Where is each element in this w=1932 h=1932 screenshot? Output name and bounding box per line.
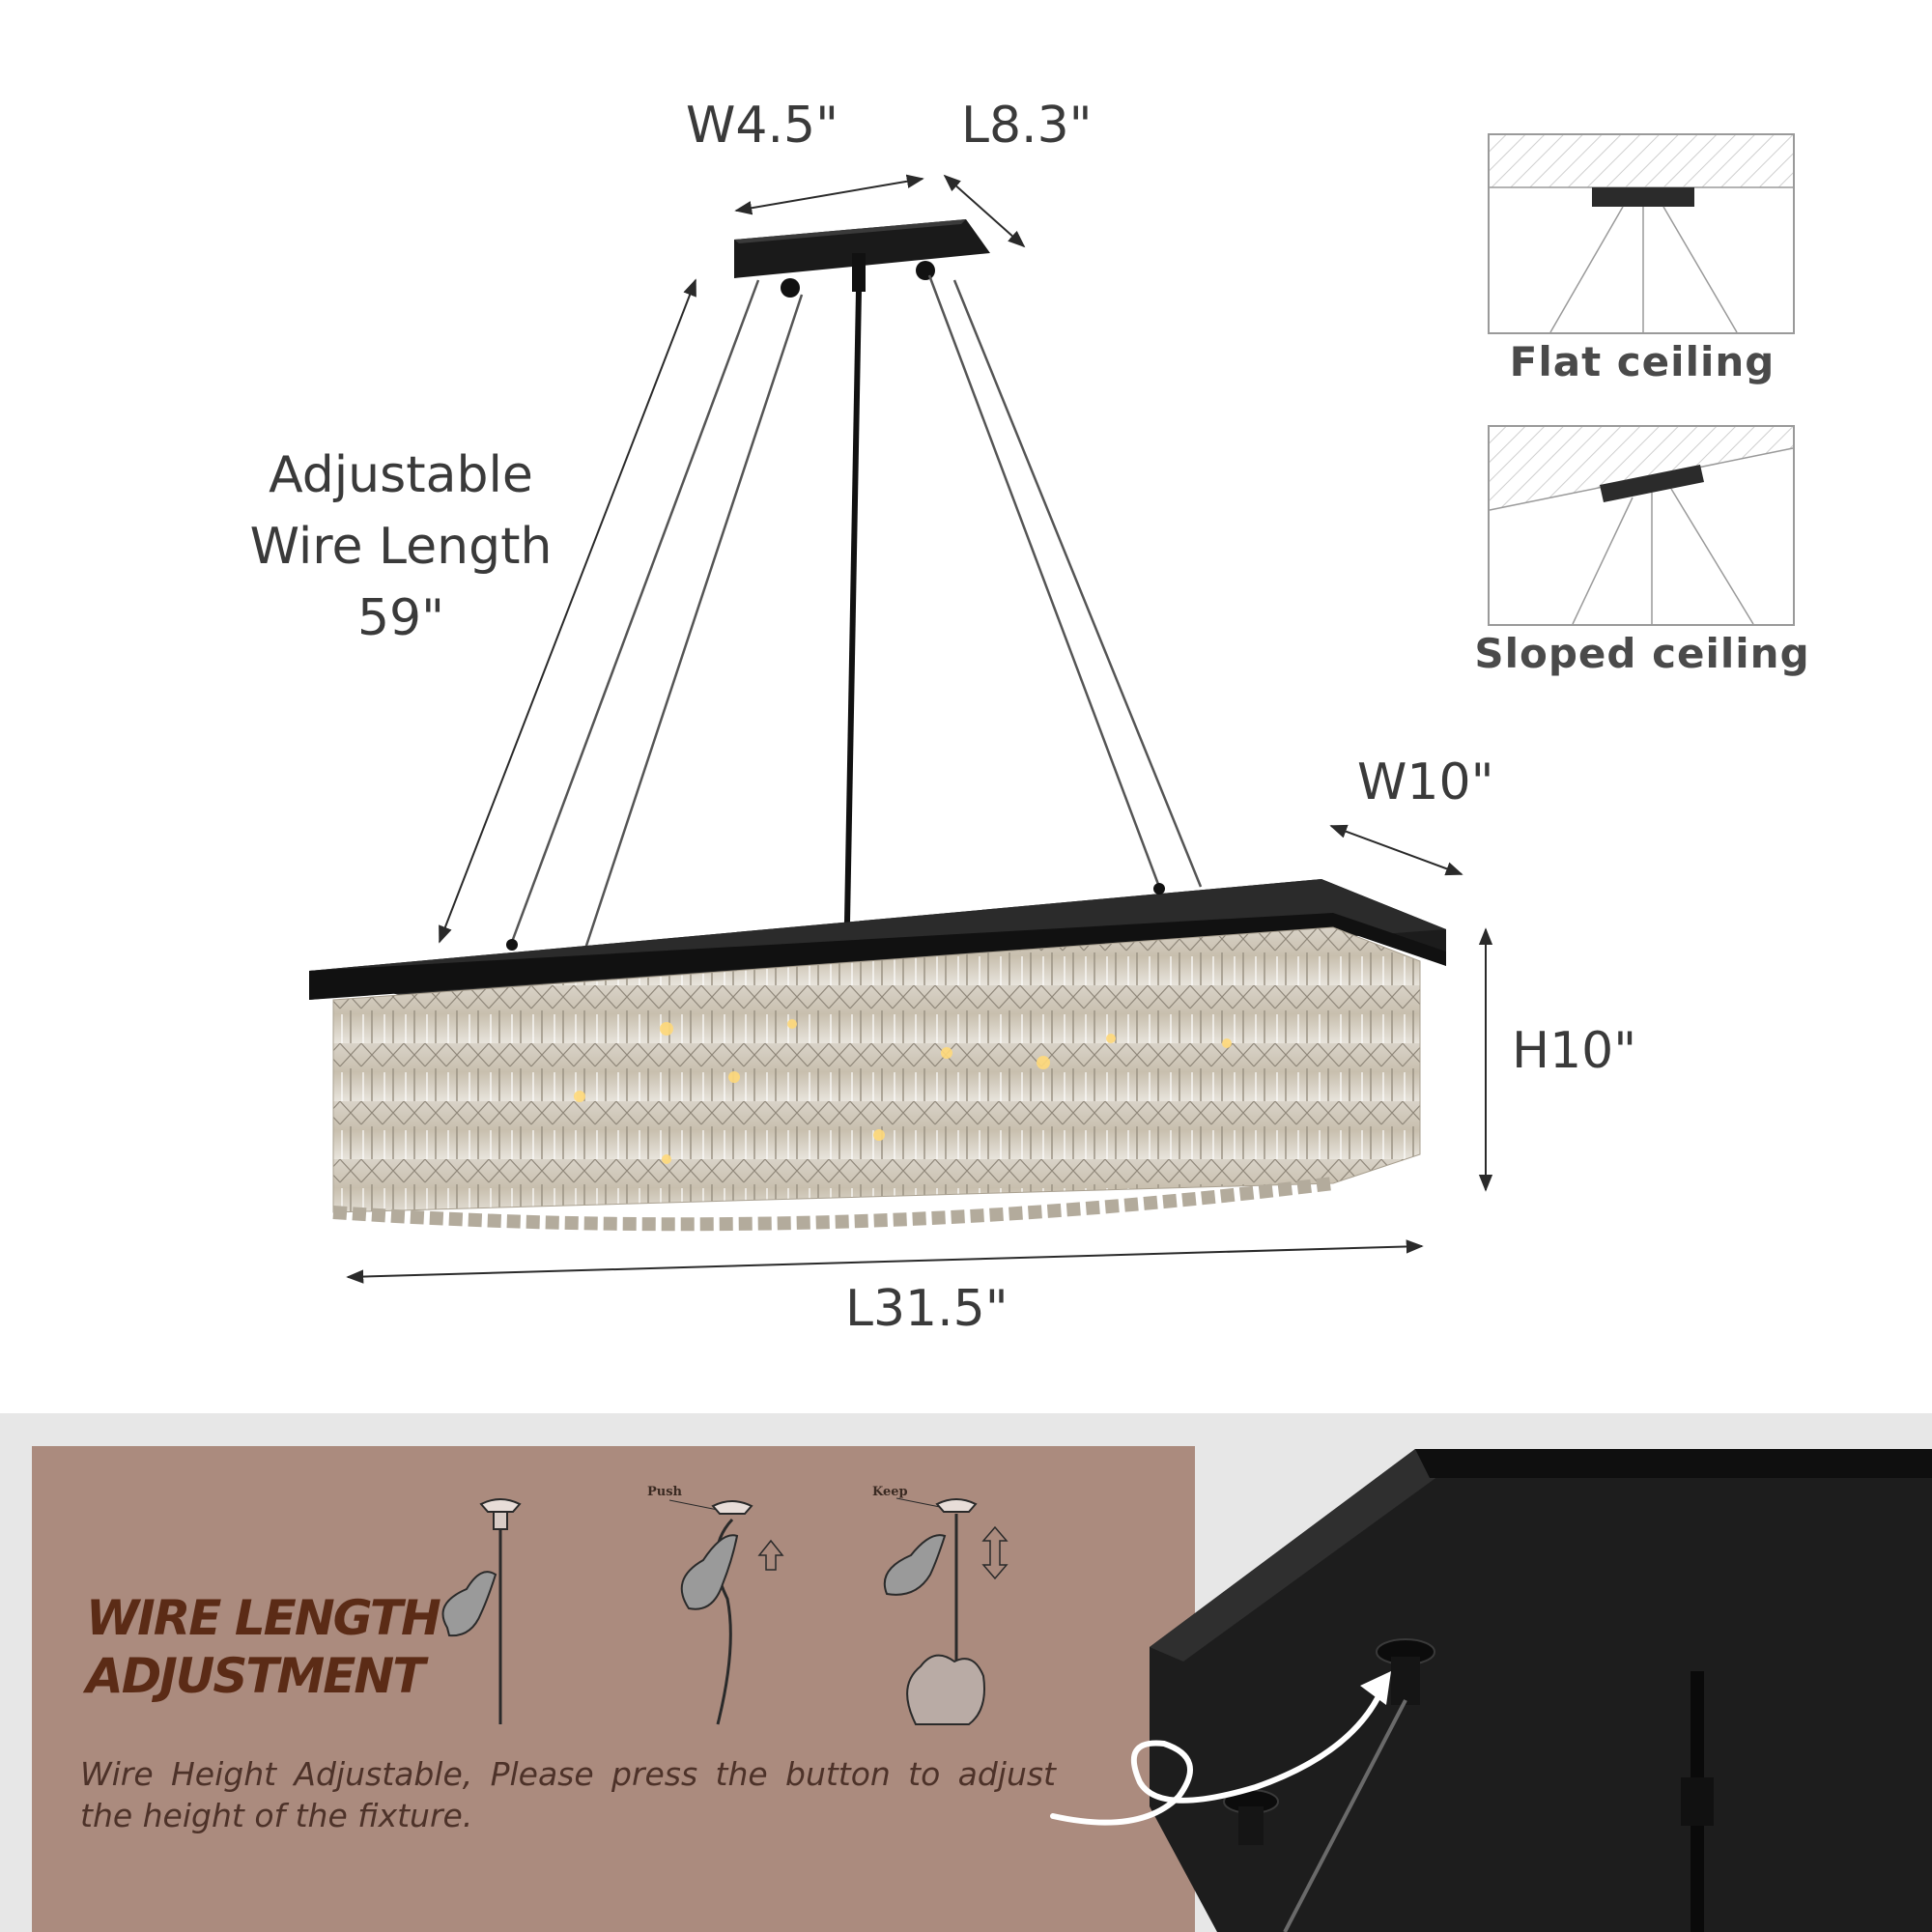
- step-3-illustration: [883, 1497, 1009, 1725]
- fixture-height-label: H10": [1512, 1022, 1637, 1080]
- canopy-length-label: L8.3": [961, 97, 1093, 155]
- canopy: [734, 219, 990, 298]
- wire-length-line-1: Adjustable: [269, 446, 533, 504]
- sloped-ceiling-diagram: [1488, 425, 1795, 626]
- adjustment-title: WIRE LENGTH ADJUSTMENT: [86, 1589, 441, 1705]
- fixture-frame: [309, 879, 1446, 1005]
- canopy-width-label: W4.5": [686, 97, 839, 155]
- fixture-length-label: L31.5": [845, 1280, 1009, 1338]
- wire-grip-left: [1223, 1789, 1279, 1845]
- sloped-ceiling-label: Sloped ceiling: [1474, 630, 1810, 677]
- wire-grip-right: [1681, 1671, 1714, 1932]
- step-1-illustration: [441, 1498, 522, 1724]
- dimension-arrows: [346, 174, 1493, 1284]
- adjustment-description: Wire Height Adjustable, Please press the…: [80, 1755, 1056, 1834]
- step-2-illustration: [668, 1499, 784, 1725]
- chandelier-diagram: [309, 174, 1493, 1284]
- wire-length-line-3: 59": [356, 589, 445, 647]
- canopy-closeup: [1050, 1449, 1932, 1932]
- crystal-body: [332, 926, 1421, 1232]
- step-3-label: Keep: [872, 1485, 908, 1499]
- curved-arrow-icon: [1050, 1688, 1384, 1826]
- step-2-hand-icon: [680, 1534, 739, 1610]
- step-1-hand-icon: [441, 1571, 497, 1637]
- wire-length-label: Adjustable Wire Length 59": [237, 440, 565, 654]
- step-3-hand-icon: [883, 1534, 947, 1596]
- step-2-arrow-up-icon: [757, 1539, 784, 1571]
- power-cord: [844, 289, 862, 923]
- fixture-width-label: W10": [1357, 753, 1494, 811]
- wire-grip-center: [1283, 1638, 1435, 1932]
- step-2-label: Push: [647, 1485, 682, 1499]
- flat-ceiling-diagram: [1488, 133, 1795, 334]
- adjustment-title-line-1: WIRE LENGTH: [86, 1590, 441, 1646]
- adjustment-title-line-2: ADJUSTMENT: [86, 1648, 425, 1704]
- step-3-hold-hand-icon: [906, 1654, 985, 1725]
- flat-ceiling-label: Flat ceiling: [1509, 338, 1776, 385]
- wire-length-line-2: Wire Length: [249, 518, 553, 576]
- wire-adjustment-panel: WIRE LENGTH ADJUSTMENT Wire Height Adjus…: [32, 1446, 1195, 1932]
- step-3-arrow-updown-icon: [981, 1525, 1009, 1580]
